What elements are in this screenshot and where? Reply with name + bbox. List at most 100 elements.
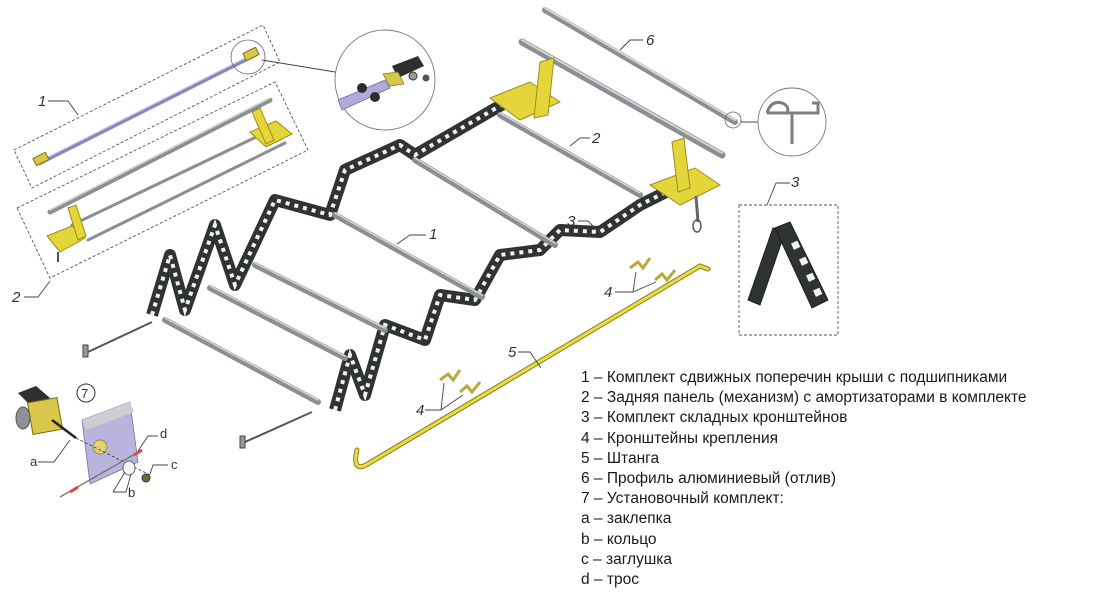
parts-legend: 1 – Комплект сдвижных поперечин крыши с …: [581, 368, 1100, 590]
legend-item-2: 2 – Задняя панель (механизм) с амортизат…: [581, 389, 1027, 407]
rod-highlight: [354, 264, 710, 469]
aluminium-profile-group: 6: [542, 7, 827, 157]
kit-ring-b: [122, 460, 136, 476]
kit-cable-red-segment-2: [133, 448, 143, 457]
crossbar-1: [162, 317, 321, 405]
detail-magnifier-small: [230, 39, 266, 75]
crossbar-3: [252, 262, 388, 333]
folding-bracket-detail: 3: [738, 174, 839, 336]
bearing-detail-bubble: [334, 29, 436, 131]
kit-cable-dashed: [75, 437, 151, 476]
bracket-detail-leg-left: [747, 227, 786, 306]
installation-kit: 7 a b c d: [15, 383, 178, 500]
mount-bracket-left-2: [459, 381, 482, 395]
carriage-bracket: [382, 71, 405, 87]
rear-panel-leader: [24, 280, 51, 298]
install-kit-callout: 7: [81, 386, 88, 401]
rail-set-dashed-box: [13, 24, 281, 189]
mount-left-leader: [425, 382, 464, 411]
bracket-chain-right-holes: [333, 173, 701, 411]
bearing-wheel-2: [370, 92, 380, 102]
profile-cross-section: [765, 101, 820, 144]
rail-set-leader: [48, 100, 79, 116]
rear-panel-group: 2: [11, 81, 309, 306]
legend-item-4: 4 – Кронштейны крепления: [581, 429, 779, 447]
aluminium-profile: [542, 7, 738, 125]
main-assembly: 1 2 3: [82, 38, 726, 449]
crossbar-4: [332, 212, 485, 300]
part-b-callout: b: [128, 485, 135, 500]
legend-item-7: 7 – Установочный комплект:: [581, 490, 784, 508]
rail-set-callout: 1: [38, 93, 46, 110]
rear-panel-top-bar-highlight: [49, 97, 271, 211]
rod-callout: 5: [508, 344, 517, 361]
crossbar-2-highlight: [209, 285, 346, 357]
part-b-leader: [112, 471, 132, 493]
mount-brackets: 4 4: [416, 257, 677, 419]
mount-bracket-left-1: [439, 369, 462, 383]
bracket-chain-left-holes: [150, 98, 512, 317]
carriage-block: [392, 56, 424, 78]
main-rear-panel-hook-ring: [692, 219, 702, 233]
bracket-main-leader: [578, 220, 601, 234]
bracket-detail-callout: 3: [791, 174, 800, 191]
mount-right-callout: 4: [604, 284, 612, 301]
mount-bracket-right-1: [629, 257, 652, 271]
kit-roller: [15, 406, 31, 430]
kit-rivet: [51, 419, 77, 439]
bracket-detail-leader: [766, 182, 790, 206]
crossbar-5: [412, 157, 558, 248]
crossbar-leader: [396, 234, 426, 245]
crossbar-3-highlight: [254, 262, 386, 329]
rod-group: 5: [353, 263, 711, 470]
part-c-callout: c: [171, 457, 178, 472]
main-rear-panel-bar-highlight: [521, 39, 723, 154]
rail-end-fitting-left: [32, 151, 50, 167]
part-d-callout: d: [160, 426, 167, 441]
kit-panel-hole: [92, 439, 108, 455]
legend-item-5: 5 – Штанга: [581, 449, 660, 467]
bracket-detail-hole-4: [813, 287, 823, 297]
profile-section-marker: [724, 111, 742, 129]
rail-section: [337, 79, 391, 111]
kit-panel-top-fold: [82, 402, 134, 430]
part-a-leader: [38, 439, 71, 463]
main-rear-panel-strut-left: [533, 57, 555, 119]
profile-leader: [619, 39, 643, 51]
aluminium-profile-highlight: [544, 7, 736, 121]
crossbar-2: [207, 285, 348, 361]
crossbar-callout: 1: [429, 226, 437, 243]
sliding-rail: [38, 53, 257, 165]
legend-item-c: c – заглушка: [581, 550, 672, 568]
kit-plug-c: [141, 473, 151, 483]
cable-end-plate-right: [239, 435, 246, 449]
tension-cable-left: [87, 321, 153, 353]
main-rear-panel-callout: 2: [591, 130, 601, 147]
rear-panel-top-bar: [47, 97, 273, 215]
legend-item-1: 1 – Комплект сдвижных поперечин крыши с …: [581, 369, 1008, 386]
crossbar-5-highlight: [414, 157, 556, 244]
rear-panel-dashed-box: [16, 81, 309, 279]
profile-callout: 6: [646, 32, 655, 49]
bracket-detail-leg-right: [774, 221, 829, 309]
crossbar-4-highlight: [334, 212, 483, 296]
part-c-leader: [149, 464, 168, 475]
rear-panel-strut-right: [251, 107, 275, 145]
bracket-main-callout: 3: [567, 213, 576, 230]
install-kit-badge: [76, 383, 96, 403]
cable-end-plate-left: [82, 344, 89, 358]
mount-left-callout: 4: [416, 402, 424, 419]
bracket-detail-hole-1: [791, 240, 801, 250]
bearing-wheel-1: [357, 83, 367, 93]
kit-cable-red-segment-1: [69, 485, 79, 494]
crossbar-1-highlight: [164, 317, 319, 401]
main-rear-panel-bar: [518, 38, 726, 159]
legend-item-a: a – заклепка: [581, 510, 672, 528]
tension-cable-right: [244, 411, 313, 443]
part-a-callout: a: [30, 454, 38, 469]
main-rear-panel-leader: [569, 137, 590, 147]
legend-item-6: 6 – Профиль алюминиевый (отлив): [581, 470, 836, 488]
mount-right-leader: [615, 271, 657, 293]
legend-item-d: d – трос: [581, 571, 639, 589]
